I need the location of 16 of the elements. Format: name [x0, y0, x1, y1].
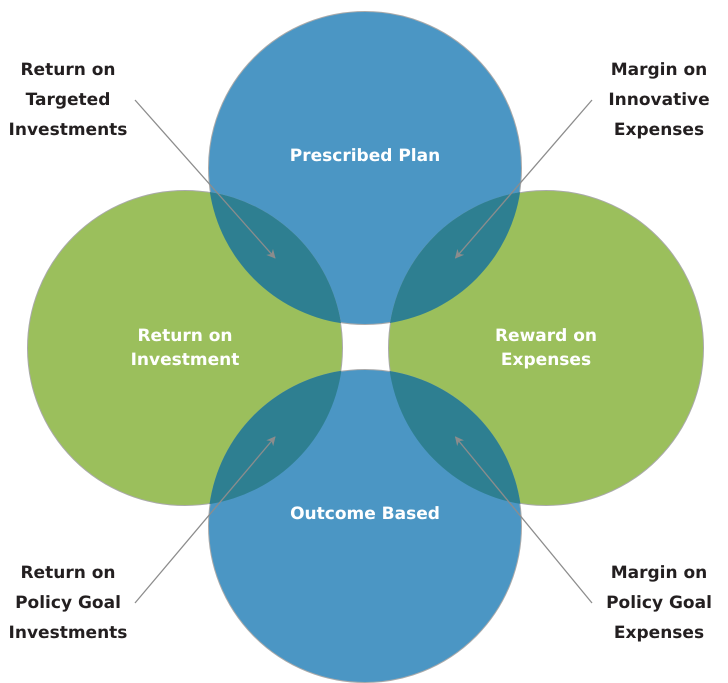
leader-arrow — [454, 436, 592, 604]
leader-arrow — [134, 436, 276, 604]
callout-label: Return on Targeted Investments — [3, 55, 133, 145]
callout-label: Margin on Innovative Expenses — [594, 55, 724, 145]
leader-arrow — [134, 100, 276, 259]
overlap-region — [210, 370, 342, 504]
circle-label: Reward on Expenses — [494, 325, 598, 372]
overlap-region — [210, 192, 342, 324]
circle-label: Return on Investment — [130, 325, 240, 372]
overlap-region — [390, 370, 520, 504]
callout-label: Margin on Policy Goal Expenses — [594, 558, 724, 648]
circle-label: Outcome Based — [289, 503, 441, 526]
callout-label: Return on Policy Goal Investments — [3, 558, 133, 648]
circle-label: Prescribed Plan — [288, 145, 442, 168]
overlap-region — [390, 192, 520, 323]
leader-arrow — [454, 100, 592, 259]
